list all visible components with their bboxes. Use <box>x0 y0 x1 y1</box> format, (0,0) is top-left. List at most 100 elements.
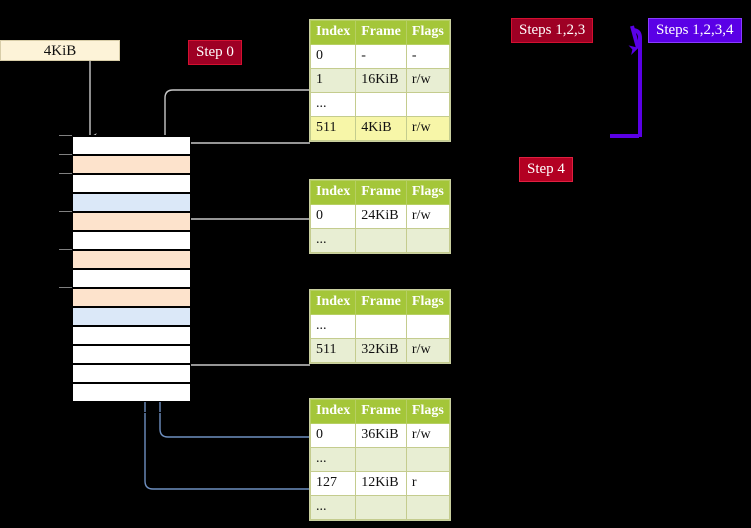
column-header-index: Index <box>309 290 357 315</box>
table-cell-flags <box>405 447 450 472</box>
table-row: ... <box>309 228 450 253</box>
badge-step-0: Step 0 <box>188 40 242 65</box>
table-cell-flags <box>405 228 450 253</box>
memory-frame-row <box>72 364 191 383</box>
wire-l3-to-mem <box>181 218 310 257</box>
badge-steps-1234: Steps 1,2,3,4 <box>648 18 742 43</box>
table-cell-flags <box>405 92 450 117</box>
table-cell-index: ... <box>309 92 357 117</box>
memory-frame-row <box>72 269 191 288</box>
table-row: ... <box>309 447 450 472</box>
column-header-index: Index <box>309 180 357 205</box>
table-cell-frame <box>355 228 407 253</box>
table-cell-frame: - <box>355 44 407 69</box>
table-cell-index: 511 <box>309 338 357 363</box>
table-cell-flags <box>405 495 450 520</box>
column-header-flags: Flags <box>405 290 450 315</box>
table-row: ... <box>309 92 450 117</box>
table-cell-flags: r/w <box>405 68 450 93</box>
memory-size-label: 4KiB <box>0 40 120 61</box>
column-header-frame: Frame <box>355 180 407 205</box>
table-cell-frame: 36KiB <box>355 423 407 448</box>
memory-frame-row <box>72 383 191 402</box>
memory-frame-row <box>72 307 191 326</box>
table-cell-frame: 32KiB <box>355 338 407 363</box>
memory-frame-row <box>72 288 191 307</box>
table-cell-index: ... <box>309 447 357 472</box>
table-cell-frame: 4KiB <box>355 116 407 141</box>
table-cell-flags: r <box>405 471 450 496</box>
table-cell-flags: - <box>405 44 450 69</box>
column-header-flags: Flags <box>405 20 450 45</box>
table-cell-index: ... <box>309 228 357 253</box>
table-cell-frame <box>355 495 407 520</box>
table-row: ... <box>309 314 450 339</box>
badge-steps-123: Steps 1,2,3 <box>511 18 594 43</box>
memory-frame-row <box>72 193 191 212</box>
table-cell-frame: 24KiB <box>355 204 407 229</box>
table-cell-flags <box>405 314 450 339</box>
table-cell-frame: 16KiB <box>355 68 407 93</box>
memory-frame-row <box>72 136 191 155</box>
column-header-flags: Flags <box>405 399 450 424</box>
table-cell-flags: r/w <box>405 338 450 363</box>
column-header-flags: Flags <box>405 180 450 205</box>
table-cell-frame <box>355 314 407 339</box>
column-header-index: Index <box>309 20 357 45</box>
table-cell-flags: r/w <box>405 204 450 229</box>
table-row: 0-- <box>309 44 450 69</box>
table-cell-flags: r/w <box>405 423 450 448</box>
physical-memory-column <box>71 135 191 413</box>
table-cell-index: 0 <box>309 204 357 229</box>
wire-l4-to-mem <box>173 142 310 156</box>
memory-tick <box>59 135 72 136</box>
column-header-frame: Frame <box>355 290 407 315</box>
column-header-frame: Frame <box>355 20 407 45</box>
memory-size-text: 4KiB <box>43 43 77 59</box>
table-cell-index: ... <box>309 314 357 339</box>
memory-tick <box>59 249 72 250</box>
memory-tick <box>59 154 72 155</box>
table-cell-index: 1 <box>309 68 357 93</box>
column-header-index: Index <box>309 399 357 424</box>
table-cell-frame: 12KiB <box>355 471 407 496</box>
wire-steps-1234-stem <box>631 28 642 137</box>
table-cell-index: 511 <box>309 116 357 141</box>
memory-frame-row <box>72 250 191 269</box>
table-cell-index: 0 <box>309 423 357 448</box>
table-cell-index: ... <box>309 495 357 520</box>
memory-tick <box>59 173 72 174</box>
table-cell-index: 127 <box>309 471 357 496</box>
memory-frame-row <box>72 231 191 250</box>
memory-frame-row <box>72 326 191 345</box>
memory-frame-row <box>72 212 191 231</box>
wire-steps-1234-head <box>628 25 640 56</box>
column-header-frame: Frame <box>355 399 407 424</box>
memory-frame-row <box>72 345 191 364</box>
table-cell-flags: r/w <box>405 116 450 141</box>
table-cell-frame <box>355 447 407 472</box>
table-row: ... <box>309 495 450 520</box>
memory-frame-row <box>72 174 191 193</box>
memory-tick <box>59 211 72 212</box>
memory-frame-row <box>72 155 191 174</box>
wire-l2-to-mem <box>175 306 310 366</box>
table-cell-index: 0 <box>309 44 357 69</box>
table-cell-frame <box>355 92 407 117</box>
badge-step-4: Step 4 <box>519 157 573 182</box>
